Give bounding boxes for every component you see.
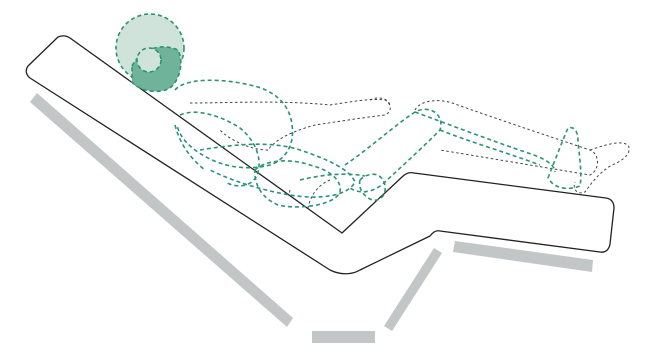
forearm [300,174,365,180]
lower-leg [548,128,581,189]
thigh-under [440,130,540,165]
frame-bar-bottom [312,331,375,343]
adjustable-bed-mattress [26,36,614,274]
face [137,48,161,72]
frame-bar-knee [384,248,442,331]
